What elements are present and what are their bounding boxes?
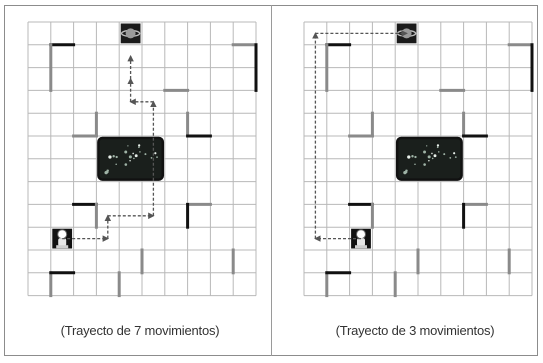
star-dot (115, 163, 117, 165)
star-dot (125, 163, 128, 166)
robot-head (58, 230, 67, 239)
star-dot (138, 144, 140, 146)
star-dot (132, 153, 134, 155)
caption-left: (Trayecto de 7 movimientos) (20, 323, 260, 338)
robot-body (357, 238, 365, 246)
star-dot (432, 158, 434, 160)
star-dot (411, 155, 413, 157)
robot-treads (56, 245, 68, 248)
star-dot (129, 155, 132, 158)
star-dot (133, 158, 135, 160)
panel-divider (271, 5, 272, 356)
star-dot (108, 155, 111, 158)
star-dot (124, 151, 127, 154)
star-dot (449, 157, 451, 159)
star-dot (453, 152, 455, 154)
star-dot (135, 154, 138, 157)
star-dot (414, 156, 416, 158)
star-dot (437, 144, 439, 146)
star-dot (426, 145, 427, 146)
planet-saturn-icon (397, 24, 417, 44)
star-dot (438, 151, 440, 153)
star-dot (437, 146, 439, 148)
planet-body (126, 28, 136, 38)
star-dot (455, 156, 457, 158)
star-dot (407, 155, 410, 158)
star-dot (428, 160, 429, 161)
board-right (304, 22, 532, 296)
star-dot (428, 155, 431, 158)
star-dot (151, 157, 153, 159)
star-dot (431, 153, 433, 155)
star-dot (139, 151, 141, 153)
star-dot (129, 160, 130, 161)
star-dot (112, 155, 114, 157)
star-dot (406, 171, 408, 173)
board-left (28, 22, 256, 296)
star-dot (144, 153, 146, 155)
star-dot (434, 154, 437, 157)
robot-body (58, 238, 66, 246)
star-dot (127, 145, 128, 146)
star-dot (443, 153, 445, 155)
star-dot (107, 171, 109, 173)
board-right-panel (304, 22, 532, 296)
star-dot (156, 156, 158, 158)
star-dot (116, 156, 118, 158)
star-dot (423, 151, 426, 154)
galaxy-frame (397, 138, 461, 180)
star-dot (138, 146, 140, 148)
board-left-panel (28, 22, 256, 296)
planet-saturn-icon (121, 24, 141, 44)
caption-right: (Trayecto de 3 movimientos) (295, 323, 535, 338)
galaxy-icon (397, 138, 461, 180)
star-dot (414, 163, 416, 165)
robot-head (357, 230, 366, 239)
star-dot (423, 163, 426, 166)
robot-treads (355, 245, 367, 248)
star-dot (154, 152, 156, 154)
